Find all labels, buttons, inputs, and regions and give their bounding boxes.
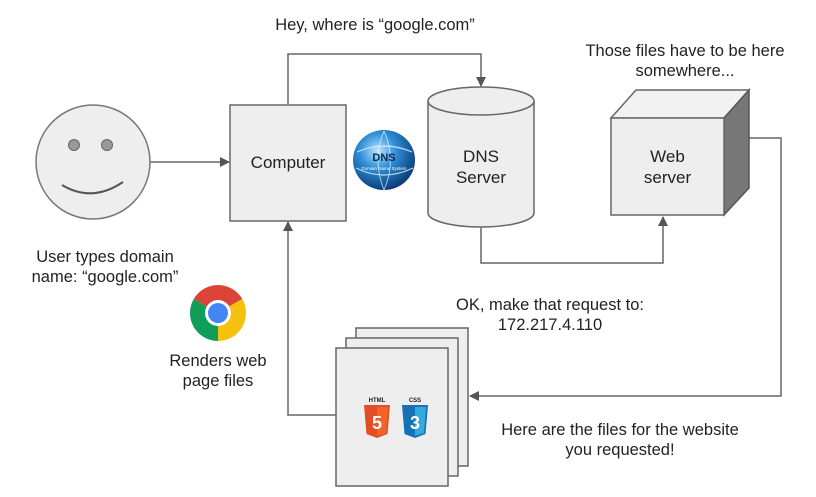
- files-search-label: Those files have to be here somewhere...: [560, 41, 810, 81]
- dns-response-label: OK, make that request to: 172.217.4.110: [430, 295, 670, 335]
- renders-line1: Renders web: [169, 352, 267, 370]
- user-types-label: User types domain name: “google.com”: [5, 247, 205, 287]
- dns-response-line2: 172.217.4.110: [497, 316, 603, 334]
- dns-globe-subtitle: Domain Name System: [361, 166, 406, 171]
- arrow-dns-to-webserver: [480, 216, 668, 264]
- connectors: [150, 53, 782, 416]
- css3-number: 3: [410, 413, 420, 433]
- user-types-line2: name: “google.com”: [31, 268, 179, 286]
- dns-server-label: DNS Server: [428, 146, 534, 188]
- files-response-label: Here are the files for the website you r…: [475, 420, 765, 460]
- files-response-line1: Here are the files for the website: [501, 421, 739, 439]
- dns-server-label-line1: DNS: [463, 147, 499, 166]
- web-server-label-line1: Web: [650, 147, 685, 166]
- files-search-line1: Those files have to be here: [585, 42, 785, 60]
- arrow-computer-to-dns: [287, 53, 486, 104]
- dns-globe-title: DNS: [372, 152, 395, 164]
- html5-badge-label: HTML: [369, 398, 386, 404]
- arrow-webserver-to-files: [469, 137, 782, 401]
- user-face-icon: [35, 104, 151, 220]
- chrome-icon: [189, 284, 247, 341]
- dns-server-label-line2: Server: [455, 168, 507, 187]
- computer-box: [229, 104, 347, 222]
- html5-icon: HTML 5: [364, 398, 390, 438]
- css3-badge-label: CSS: [409, 398, 421, 404]
- html5-number: 5: [372, 413, 382, 433]
- user-types-line1: User types domain: [36, 248, 174, 266]
- web-server-label-line2: server: [643, 168, 692, 187]
- css3-icon: CSS 3: [402, 398, 428, 438]
- web-server-label: Web server: [611, 146, 724, 188]
- dns-response-line1: OK, make that request to:: [455, 296, 644, 314]
- web-files-stack: [335, 327, 469, 487]
- dns-globe-icon: DNS Domain Name System: [353, 130, 415, 191]
- files-search-line2: somewhere...: [635, 62, 735, 80]
- arrow-files-to-computer: [283, 221, 336, 416]
- renders-label: Renders web page files: [153, 351, 283, 391]
- query-label: Hey, where is “google.com”: [275, 16, 475, 34]
- files-response-line2: you requested!: [565, 441, 675, 459]
- computer-label: Computer: [250, 153, 326, 172]
- web-server-cube: [609, 88, 751, 217]
- renders-line2: page files: [182, 372, 254, 390]
- dns-server-cylinder: [427, 86, 535, 228]
